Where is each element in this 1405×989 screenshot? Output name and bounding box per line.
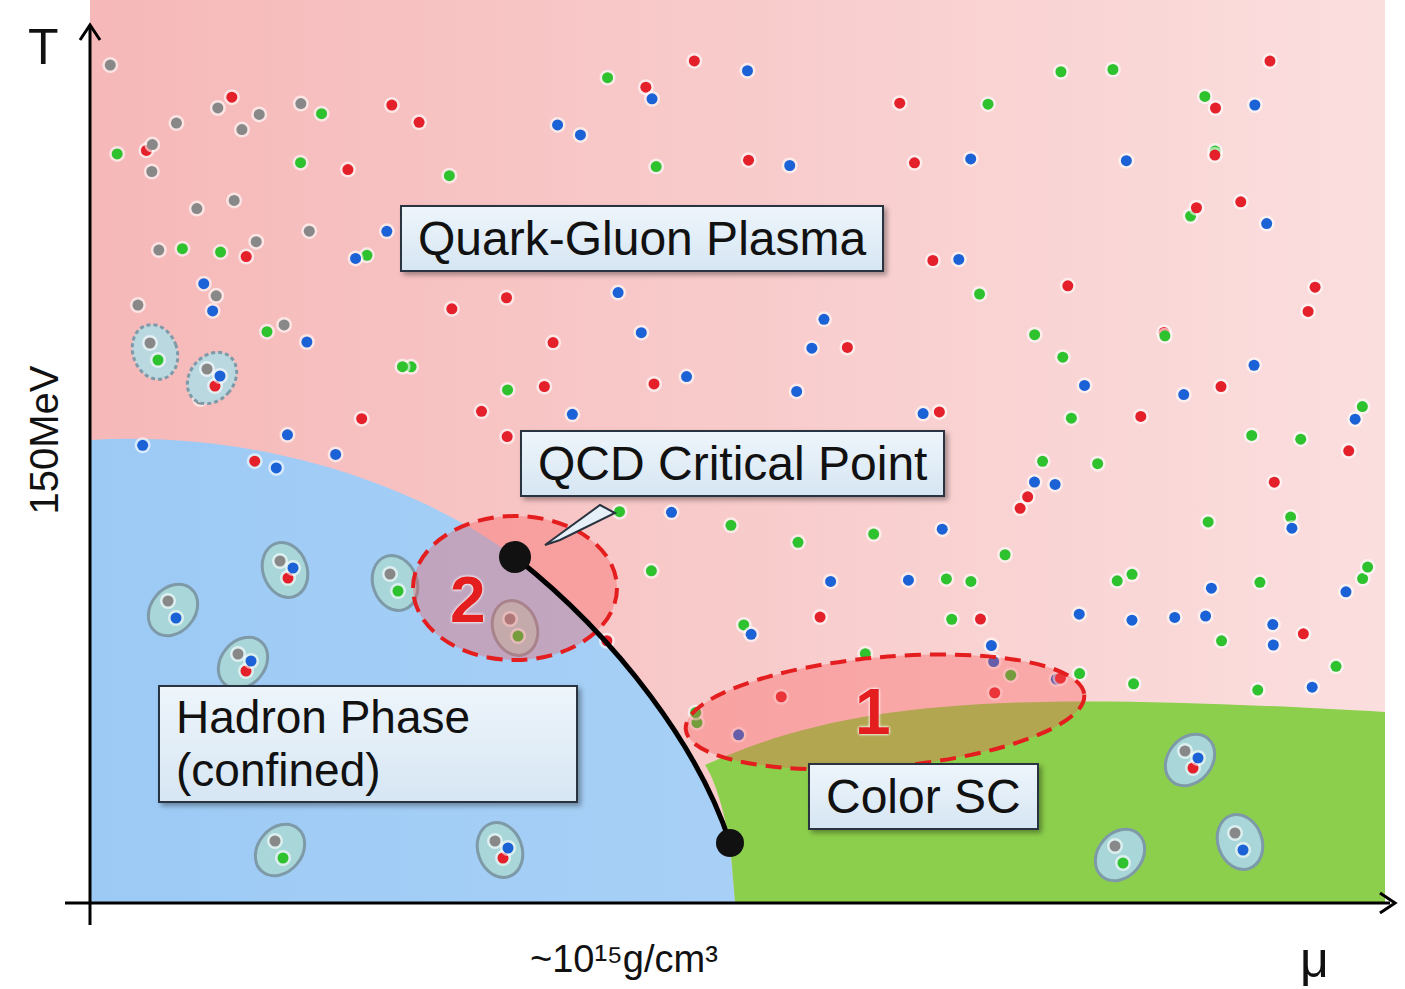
t-axis	[89, 28, 92, 925]
box-text: Hadron Phase (confined)	[176, 691, 560, 797]
quark-dots	[102, 53, 1375, 891]
qgp-region	[90, 0, 1385, 902]
end-point	[716, 829, 744, 857]
box-text: QCD Critical Point	[538, 436, 927, 491]
axis-label: μ	[1300, 935, 1329, 985]
text-box: Color SC	[808, 763, 1039, 830]
axis-label: 150MeV	[24, 366, 64, 515]
arrow-head	[1380, 893, 1395, 913]
callout-number: 2	[450, 568, 486, 632]
axis-label: ~10¹⁵g/cm³	[530, 940, 718, 978]
text-box: QCD Critical Point	[520, 430, 945, 497]
text-box: Hadron Phase (confined)	[158, 685, 578, 803]
box-text: Color SC	[826, 769, 1021, 824]
callout-number: 1	[855, 680, 891, 744]
text-box: Quark-Gluon Plasma	[400, 205, 884, 272]
box-text: Quark-Gluon Plasma	[418, 211, 866, 266]
region-ellipse	[413, 516, 617, 660]
arrow-head	[80, 25, 100, 40]
callout-tail	[545, 505, 615, 545]
axis-label: T	[28, 22, 59, 72]
mu-axis	[65, 902, 1390, 905]
critical-point	[499, 541, 531, 573]
hadron-region	[90, 439, 735, 902]
